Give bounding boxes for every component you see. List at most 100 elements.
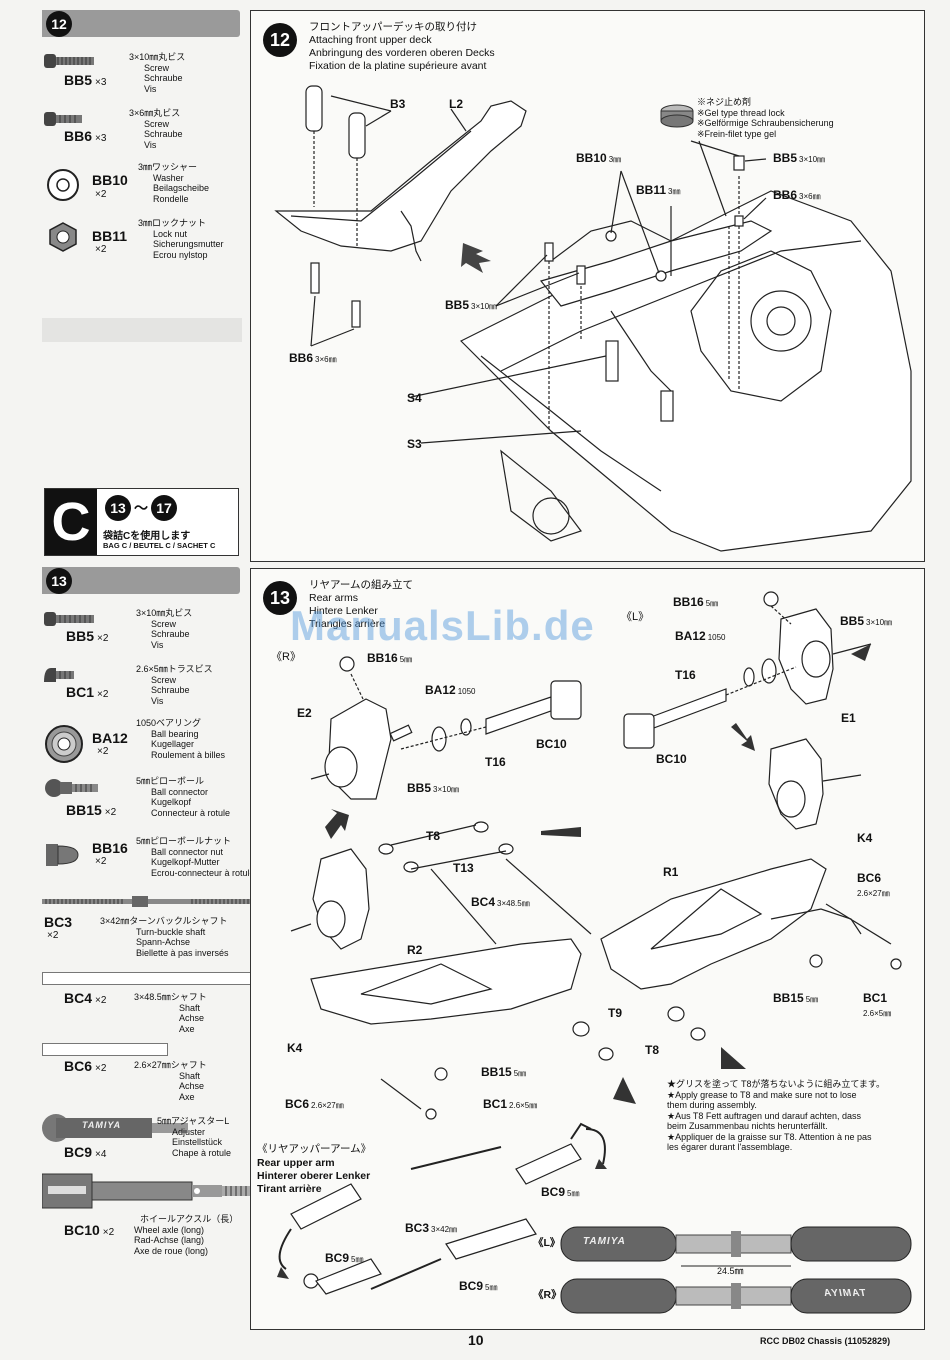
bag-letter: C — [45, 489, 97, 555]
note-line: ※ネジ止め剤 — [697, 97, 752, 107]
watermark: ManualsLib.de — [290, 602, 595, 649]
truss-screw-icon — [44, 668, 74, 682]
label-e2: E2 — [297, 706, 312, 720]
part-code: BB11 — [92, 228, 128, 244]
bag-jp: 袋詰Cを使用します — [103, 531, 191, 542]
label-size: 5㎜ — [805, 995, 819, 1004]
step13-title-jp: リヤアームの組み立て — [309, 579, 414, 591]
label-code: BC1 — [483, 1097, 508, 1111]
step12-panel: 12 フロントアッパーデッキの取り付け Attaching front uppe… — [250, 10, 925, 562]
label-code: BA12 — [425, 683, 456, 697]
step12-number: 12 — [263, 23, 297, 57]
label-code: BB11 — [636, 183, 667, 197]
step13-parts-number: 13 — [46, 568, 72, 594]
step13-panel: 13 リヤアームの組み立て Rear arms Hintere Lenker T… — [250, 568, 925, 1330]
step13-assembly-drawing — [277, 591, 912, 1314]
ball-connector-nut-icon — [46, 844, 79, 866]
part-desc-fr: Vis — [151, 695, 164, 706]
part-desc-fr: Rondelle — [153, 193, 189, 204]
part-desc-en: Adjuster — [172, 1126, 206, 1137]
step13-title-de: Hintere Lenker — [309, 605, 378, 617]
part-desc-de: Spann-Achse — [136, 937, 191, 947]
label-t8-upper: T8 — [426, 829, 441, 843]
part-code: BB5 — [66, 628, 95, 644]
part-code: BC3 — [44, 914, 73, 930]
part-desc-fr: Biellette à pas inversés — [136, 947, 229, 958]
part-desc-jp: 3㎜ロックナット — [138, 218, 207, 228]
part-desc-fr: Axe de roue (long) — [134, 1245, 209, 1256]
label-t8-lower: T8 — [645, 1043, 660, 1057]
label-k4-left: K4 — [287, 1041, 303, 1055]
lock-nut-icon — [49, 222, 77, 252]
mark-l: 《L》 — [533, 1237, 561, 1249]
part-desc-jp: 5㎜アジャスターL — [157, 1116, 230, 1126]
part-desc-en: Ball connector nut — [151, 846, 224, 857]
part-qty: ×2 — [104, 807, 117, 818]
part-desc-jp: 5㎜ピローボールナット — [136, 836, 232, 846]
label-code: BB15 — [481, 1065, 512, 1079]
label-size: 3×10㎜ — [433, 785, 460, 794]
upper-arm-title-fr: Tirant arrière — [257, 1183, 322, 1195]
label-s3: S3 — [407, 437, 422, 451]
part-desc-de: Rad-Achse (lang) — [134, 1235, 205, 1245]
label-code: BC6 — [857, 871, 882, 885]
step13-parts-header — [42, 567, 240, 594]
label-code: BB5 — [445, 298, 470, 312]
upper-arm-title-de: Hinterer oberer Lenker — [257, 1170, 371, 1182]
dimension-label: 24.5㎜ — [717, 1266, 744, 1276]
part-desc-en: Screw — [151, 674, 177, 685]
document-id: RCC DB02 Chassis (11052829) — [760, 1336, 891, 1346]
label-size: 5㎜ — [351, 1255, 364, 1264]
part-code: BC1 — [66, 684, 95, 700]
part-desc-de: Kugelkopf-Mutter — [151, 857, 220, 867]
label-code: BB6 — [773, 188, 798, 202]
part-desc-en: Lock nut — [153, 228, 188, 239]
step12-title-en: Attaching front upper deck — [309, 34, 432, 46]
label-bc6-right: BC6 2.6×27㎜ — [857, 871, 890, 899]
grease-note: ★グリスを塗って T8が落ちないように組み立てます。 ★Apply grease… — [667, 1079, 885, 1153]
label-size: 2.6×27㎜ — [857, 889, 890, 898]
part-code: BC10 — [64, 1222, 100, 1238]
part-code: BB15 — [66, 802, 102, 818]
part-desc-fr: Vis — [144, 139, 157, 150]
part-desc-jp: 3㎜ワッシャー — [138, 162, 198, 172]
label-size: 3×6㎜ — [799, 192, 821, 201]
part-desc-jp: 3×48.5㎜シャフト — [134, 992, 207, 1002]
part-qty: ×2 — [97, 633, 109, 644]
note-line: ★グリスを塗って T8が落ちないように組み立てます。 — [667, 1079, 886, 1089]
shaft-bc4-scale — [42, 972, 266, 985]
part-qty: ×2 — [95, 856, 107, 867]
part-qty: ×2 — [102, 1227, 115, 1238]
label-size: 5㎜ — [485, 1283, 498, 1292]
bag-range-end: 17 — [151, 495, 177, 521]
brand-r: TAMIYA — [823, 1288, 866, 1299]
note-line: ※Gelförmige Schraubensicherung — [697, 118, 834, 128]
label-size: 5㎜ — [567, 1189, 580, 1198]
screw-icon — [44, 612, 94, 626]
step12-parts-number: 12 — [46, 11, 72, 37]
part-desc-jp: 2.6×27㎜シャフト — [134, 1060, 207, 1070]
part-desc-en: Screw — [144, 62, 170, 73]
label-l2: L2 — [449, 97, 464, 111]
label-s4: S4 — [407, 391, 422, 405]
label-t9: T9 — [608, 1006, 623, 1020]
label-size: 5㎜ — [399, 655, 413, 664]
bc9-brand: TAMIYA — [82, 1120, 122, 1130]
step13-title-fr: Triangles arrière — [309, 618, 386, 630]
label-size: 3×6㎜ — [315, 355, 337, 364]
part-desc-jp: 3×10㎜丸ビス — [136, 608, 193, 618]
washer-icon — [47, 169, 79, 201]
part-desc-en: Washer — [153, 172, 184, 183]
